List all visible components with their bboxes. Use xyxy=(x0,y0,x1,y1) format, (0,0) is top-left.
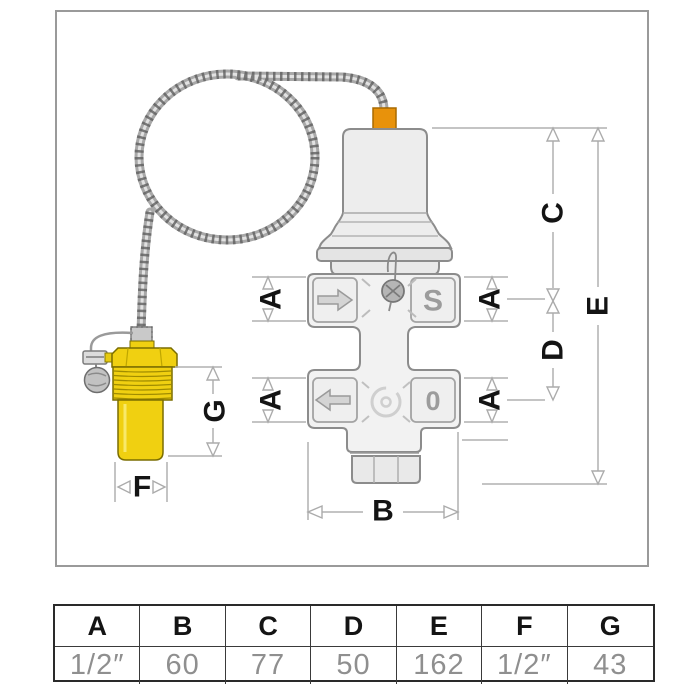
dimension-lines xyxy=(114,127,607,520)
dim-label-g: G xyxy=(199,399,232,422)
port-bottom-right xyxy=(410,377,456,423)
port-marking-zero: 0 xyxy=(425,386,440,416)
chain-ball xyxy=(83,366,111,394)
table-value-cell: 1/2″ xyxy=(55,647,141,684)
dimension-labels: A A A A C D E G B F xyxy=(133,202,615,527)
port-marking-supply: S xyxy=(423,285,443,318)
table-value-cell: 1/2″ xyxy=(482,647,568,684)
dim-label-d: D xyxy=(537,339,570,361)
probe-hex-head xyxy=(111,347,178,368)
table-header-cell: C xyxy=(225,606,312,647)
capillary-tube-coil xyxy=(134,69,389,339)
dim-label-a-left-bottom: A xyxy=(255,389,288,411)
dimension-table: A B C D E F G 1/2″ 60 77 50 162 1/2″ 43 xyxy=(53,604,655,684)
table-header-cell: F xyxy=(482,606,568,647)
bell-flange xyxy=(316,247,453,262)
capillary-connector xyxy=(372,107,397,131)
table-value-cell: 77 xyxy=(226,647,312,684)
table-value-cell: 50 xyxy=(311,647,397,684)
table-header-cell: D xyxy=(311,606,397,647)
sensor-probe xyxy=(82,326,178,461)
table-header-cell: G xyxy=(567,606,653,647)
retaining-wire xyxy=(89,331,134,353)
dimension-arrowheads xyxy=(116,126,606,520)
probe-cylinder xyxy=(117,399,164,461)
center-corner-marks-top xyxy=(361,278,417,318)
lead-seal xyxy=(381,251,405,312)
dim-label-e: E xyxy=(582,296,615,316)
dim-label-f: F xyxy=(133,471,151,504)
dim-label-a-right-bottom: A xyxy=(474,389,507,411)
table-header-cell: A xyxy=(55,606,141,647)
dim-label-b: B xyxy=(372,495,394,528)
flow-arrow-left-icon xyxy=(314,388,351,412)
table-value-cell: 60 xyxy=(140,647,226,684)
manufacturer-logo-mark xyxy=(370,386,402,418)
flow-arrow-right-icon xyxy=(317,288,354,312)
table-value-cell: 162 xyxy=(397,647,483,684)
bell-collar xyxy=(330,260,440,276)
table-header-cell: B xyxy=(140,606,226,647)
dim-label-c: C xyxy=(537,202,570,224)
valve-body: S 0 xyxy=(307,251,461,484)
actuator-bell xyxy=(316,128,453,276)
center-corner-marks-bottom xyxy=(361,381,411,423)
table-header-cell: E xyxy=(396,606,483,647)
dim-label-a-right-top: A xyxy=(474,288,507,310)
port-top-right xyxy=(410,277,456,323)
tailpiece-nut xyxy=(351,455,421,484)
dim-label-a-left-top: A xyxy=(255,288,288,310)
table-value-cell: 43 xyxy=(593,649,628,681)
